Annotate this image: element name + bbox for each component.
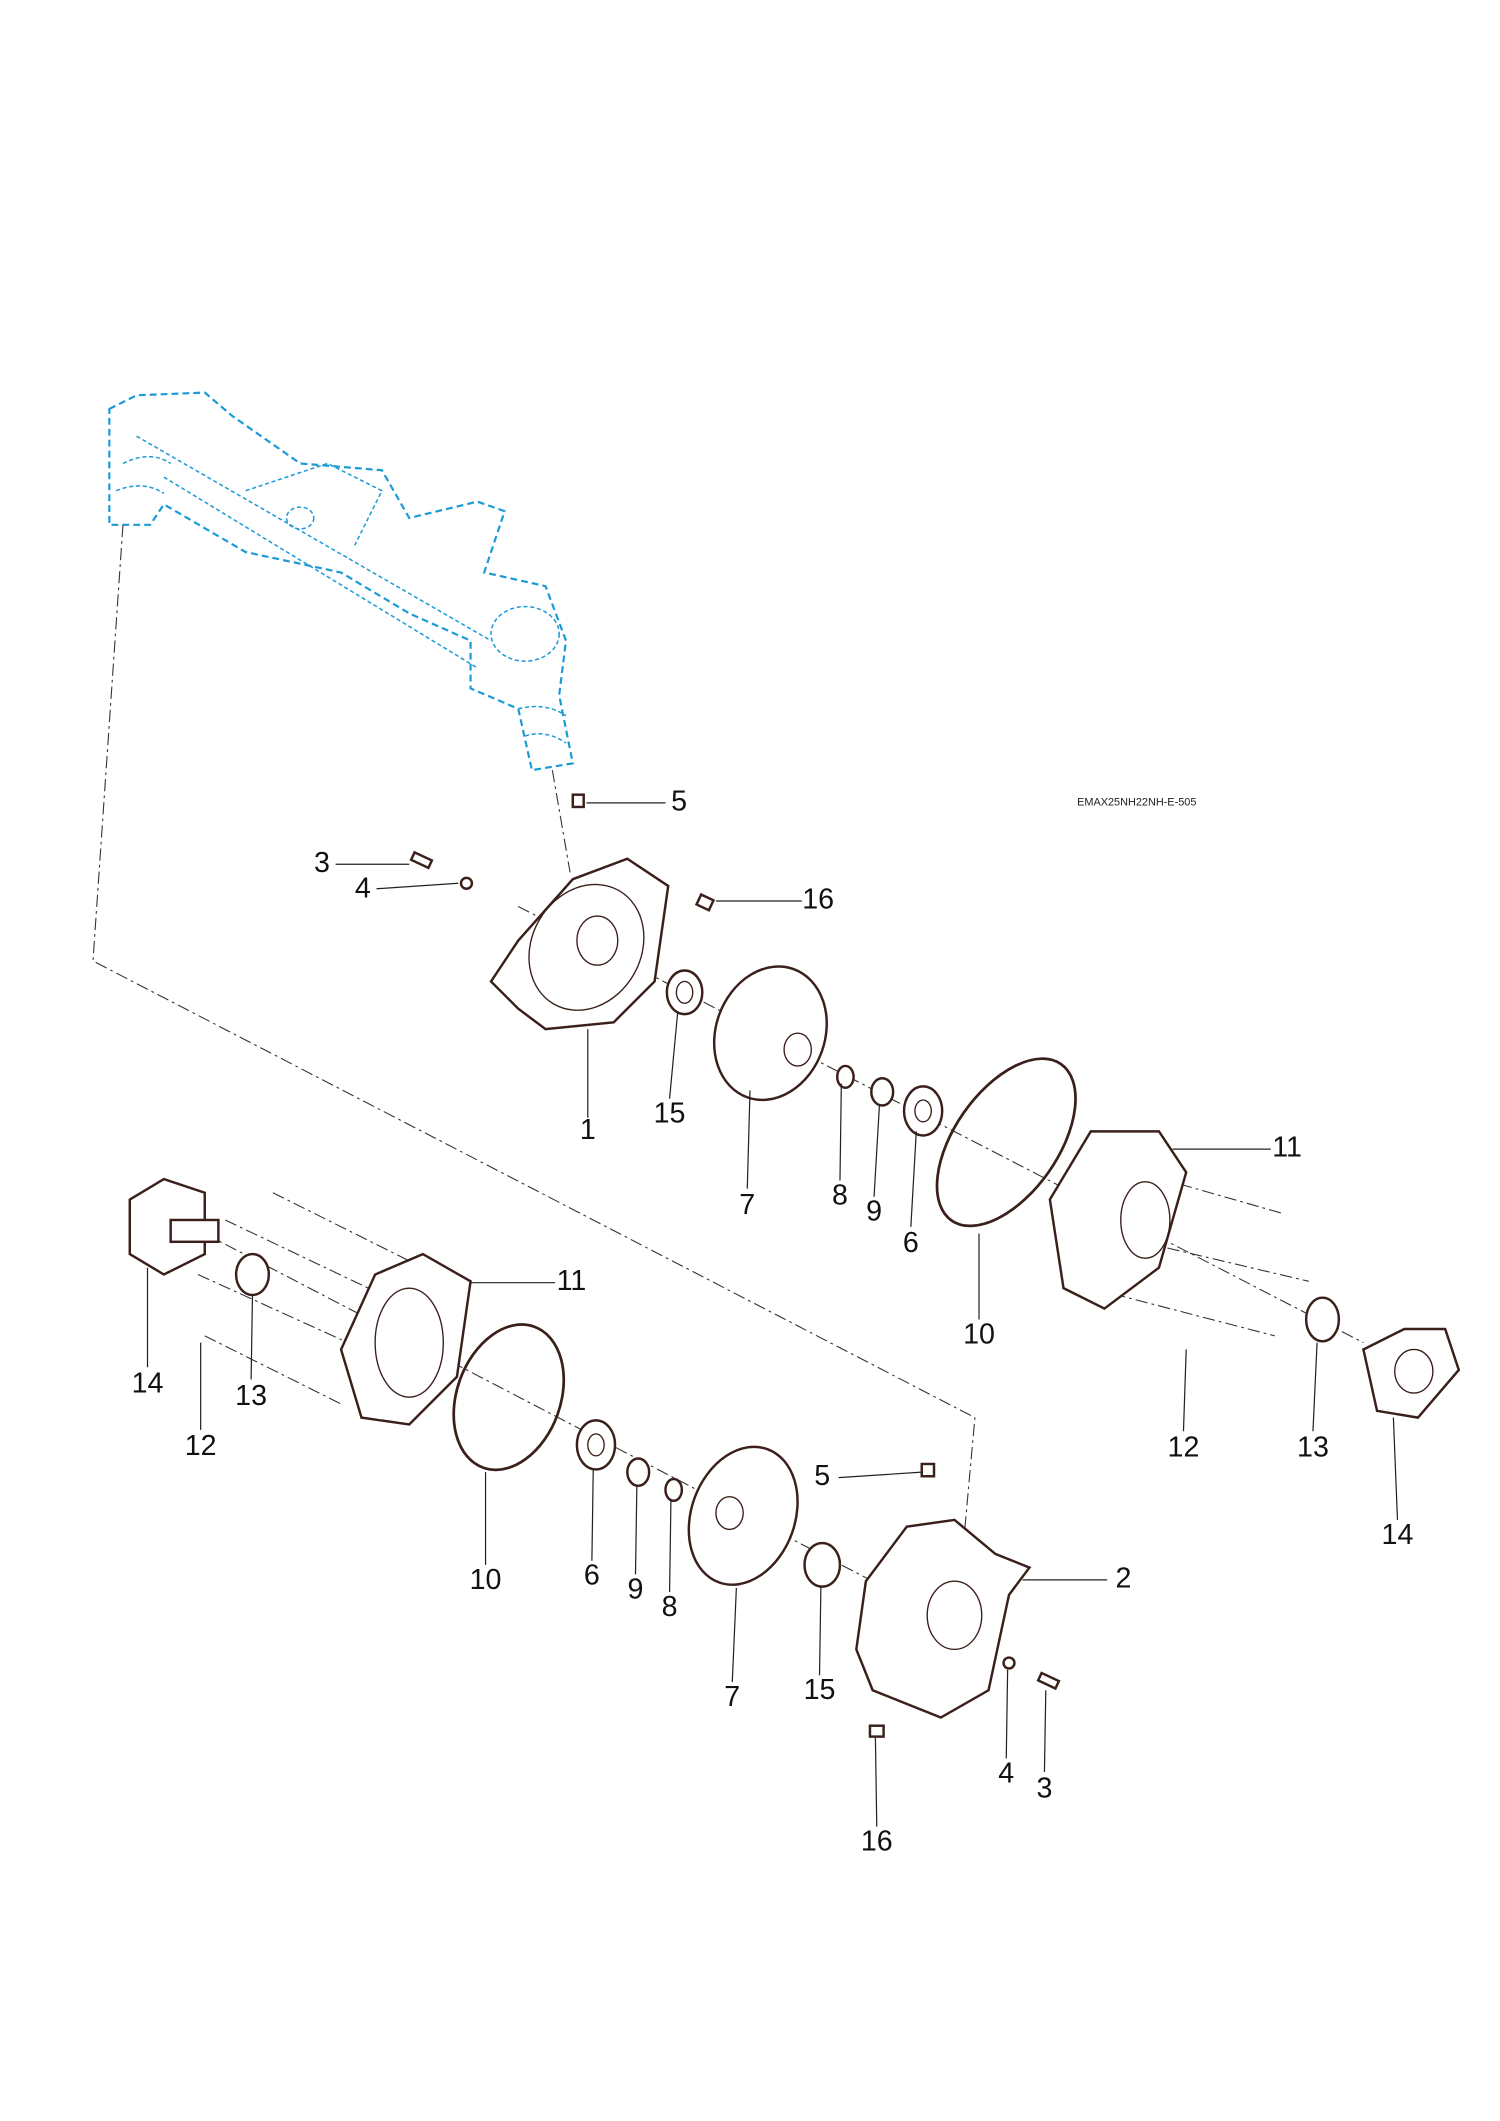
lower-assembly xyxy=(128,1177,1061,1738)
callout: 5 xyxy=(671,785,687,817)
callouts-lower: 14 13 12 11 10 6 9 8 7 15 5 2 4 3 16 xyxy=(132,1265,1132,1857)
callout: 15 xyxy=(654,1098,686,1130)
callout: 7 xyxy=(724,1681,740,1713)
callout: 3 xyxy=(1036,1772,1052,1804)
callout: 10 xyxy=(470,1564,502,1596)
callout: 7 xyxy=(739,1189,755,1221)
callout: 11 xyxy=(1272,1132,1302,1164)
callout: 8 xyxy=(662,1591,678,1623)
callout: 15 xyxy=(804,1674,836,1706)
callout: 5 xyxy=(814,1460,830,1492)
callout: 6 xyxy=(903,1227,919,1259)
axle-housing-reference xyxy=(108,391,575,772)
callout: 4 xyxy=(355,873,371,905)
callout: 12 xyxy=(185,1430,217,1462)
callout: 9 xyxy=(866,1196,882,1228)
callout: 16 xyxy=(802,884,834,916)
callout: 14 xyxy=(132,1367,164,1399)
callout: 16 xyxy=(861,1825,893,1857)
callout: 13 xyxy=(1297,1432,1329,1464)
upper-assembly xyxy=(409,793,1461,1419)
callout: 6 xyxy=(584,1560,600,1592)
callout: 8 xyxy=(832,1179,848,1211)
callout: 13 xyxy=(235,1380,267,1412)
leader-lines xyxy=(146,802,1399,1827)
callout: 11 xyxy=(557,1265,587,1297)
callout: 10 xyxy=(963,1318,995,1350)
callout: 14 xyxy=(1382,1519,1414,1551)
callout: 1 xyxy=(580,1114,596,1146)
callout: 4 xyxy=(998,1757,1014,1789)
callout: 9 xyxy=(628,1573,644,1605)
callout: 3 xyxy=(314,847,330,879)
drawing-code: EMAX25NH22NH-E-505 xyxy=(1077,797,1196,809)
callouts-upper: 5 3 4 16 1 15 7 8 9 6 10 11 12 13 14 xyxy=(314,785,1413,1550)
callout: 2 xyxy=(1116,1562,1132,1594)
callout: 12 xyxy=(1168,1432,1200,1464)
